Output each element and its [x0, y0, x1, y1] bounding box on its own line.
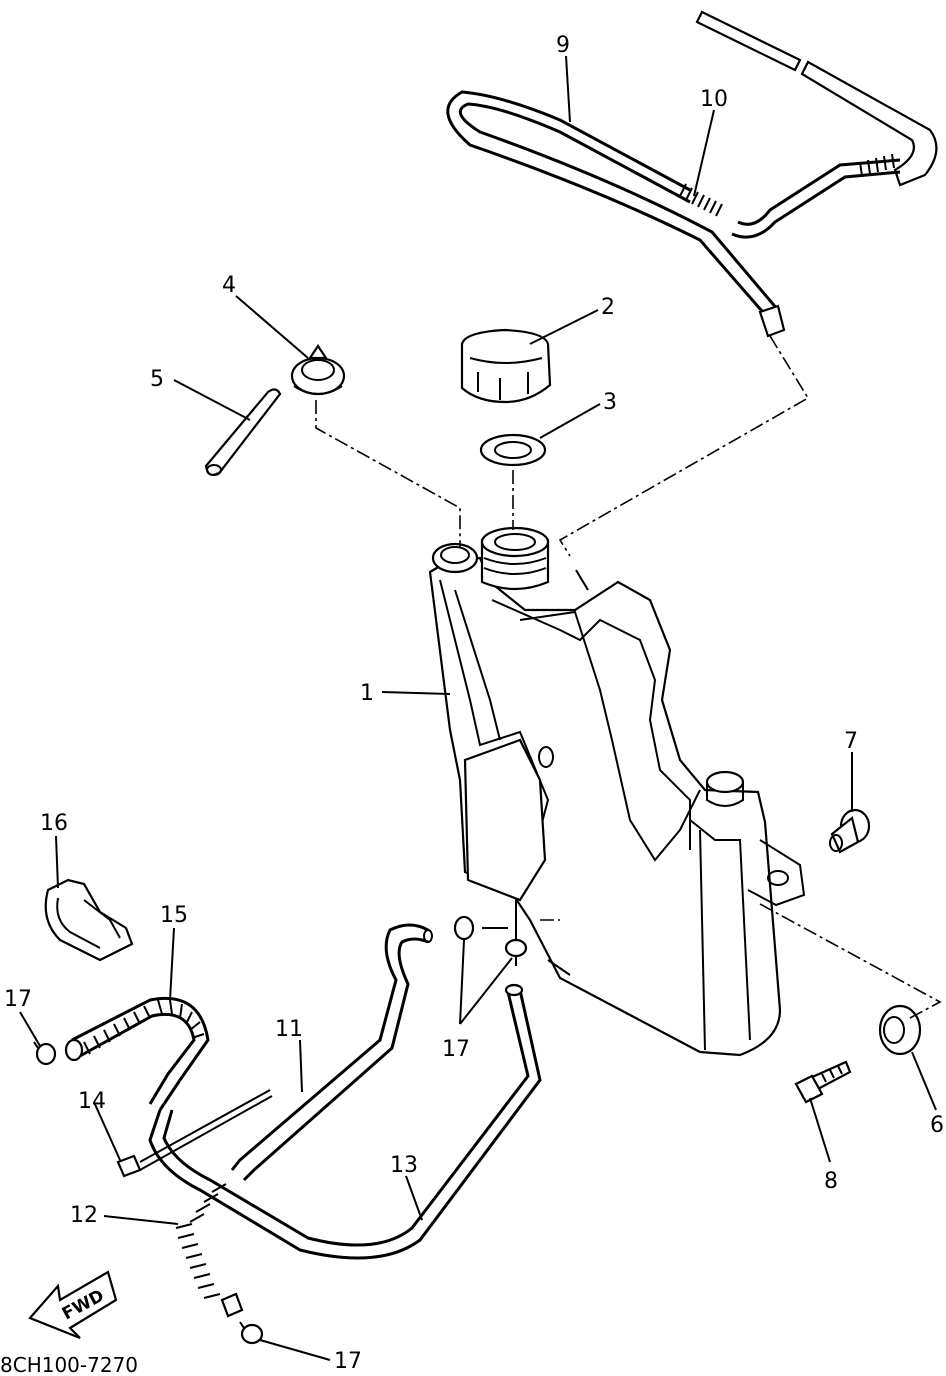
hose-clip-part-17-bottom[interactable]	[239, 1321, 264, 1345]
hose-clip-part-17-center[interactable]	[453, 900, 528, 966]
callout-9: 9	[556, 33, 570, 58]
coil-spring-part-10[interactable]	[679, 153, 895, 217]
callout-6: 6	[930, 1113, 944, 1138]
callout-11: 11	[275, 1017, 303, 1042]
callout-14: 14	[78, 1089, 106, 1114]
callout-7: 7	[844, 729, 858, 754]
damper-part-6[interactable]	[878, 1004, 922, 1056]
corrugated-hose-part-15[interactable]	[64, 996, 210, 1111]
callout-5: 5	[150, 367, 164, 392]
callout-2: 2	[601, 295, 615, 320]
grommet-part-7[interactable]	[829, 808, 871, 854]
coil-spring-part-12[interactable]	[175, 1183, 244, 1318]
assembly-lines	[315, 335, 942, 1019]
callout-3: 3	[603, 390, 617, 415]
callout-8: 8	[824, 1169, 838, 1194]
callout-10: 10	[700, 87, 728, 112]
drain-hose-part-13[interactable]	[148, 983, 542, 1260]
diagram-code: 8CH100-7270	[0, 1353, 138, 1376]
breather-cap-part-4[interactable]	[290, 344, 346, 396]
callout-17-bottom: 17	[334, 1349, 362, 1374]
filler-cap-part-2[interactable]	[460, 328, 552, 404]
coolant-tank-part-1[interactable]	[428, 526, 806, 1057]
callout-17-left: 17	[4, 987, 32, 1012]
callout-labels: 1 2 3 4 5 6 7 8 9 10 11 12 13 14 15 16 1…	[4, 33, 944, 1374]
callout-1: 1	[360, 681, 374, 706]
callout-17-center: 17	[442, 1037, 470, 1062]
callout-12: 12	[70, 1203, 98, 1228]
callout-16: 16	[40, 811, 68, 836]
hose-clip-part-17-left[interactable]	[33, 1041, 57, 1066]
gasket-part-3[interactable]	[479, 433, 547, 467]
callout-13: 13	[390, 1153, 418, 1178]
short-hose-part-5[interactable]	[204, 388, 282, 476]
bolt-part-8[interactable]	[794, 1060, 852, 1104]
overflow-hose-part-11[interactable]	[230, 923, 433, 1182]
forward-direction-arrow: FWD	[28, 1270, 118, 1340]
fitting-part-14[interactable]	[116, 1089, 273, 1178]
hose-clamp-part-16[interactable]	[44, 878, 134, 962]
callout-4: 4	[222, 273, 236, 298]
leader-lines	[19, 55, 937, 1361]
vent-hose-part-9[interactable]	[446, 10, 938, 338]
callout-15: 15	[160, 903, 188, 928]
